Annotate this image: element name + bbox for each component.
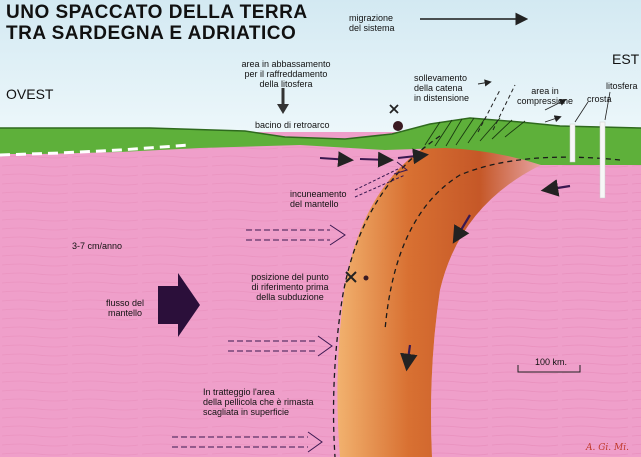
backarc-label: bacino di retroarco: [255, 120, 330, 130]
slab-upper-boundary: [332, 135, 441, 457]
west-label: OVEST: [6, 86, 54, 102]
crust-line: [0, 117, 641, 140]
compression-label: area in compressione: [516, 86, 574, 106]
crust-label: crosta: [587, 94, 612, 104]
slab-inner-boundary: [384, 156, 621, 331]
uplift-label: sollevamento della catena in distensione: [414, 73, 470, 103]
artist-signature: A. Gi. Mi.: [586, 443, 629, 453]
dashed-arrow-3: [172, 431, 323, 453]
scale-bar: [517, 365, 581, 373]
subsidence-label: area in abbassamento per il raffreddamen…: [241, 59, 331, 89]
east-label: EST: [612, 51, 640, 67]
wedge-dashed-arrows: [354, 161, 409, 198]
rate-label: 3-7 cm/anno: [72, 241, 123, 251]
mantle-flow-arrow-icon: [158, 273, 200, 337]
lithosphere-strip: [0, 118, 641, 165]
wedge-arrows: [319, 148, 429, 168]
mantle-flow-label: flusso del mantello: [105, 298, 145, 318]
mantle-dashed-arrows: [172, 224, 346, 453]
dashed-arrow-1: [246, 224, 346, 246]
sky-background: [0, 0, 641, 140]
down-arrow-icon: [277, 88, 289, 114]
measurement-poles: [569, 91, 611, 199]
title-line1: UNO SPACCATO DELLA TERRA: [6, 2, 308, 23]
reference-label: posizione del punto di riferimento prima…: [251, 272, 329, 302]
lower-mantle-right-texture: [431, 165, 641, 457]
wedge-label: incuneamento del mantello: [290, 189, 347, 209]
slab-flow-arrows: [400, 179, 571, 372]
lithosphere-label: litosfera: [606, 81, 638, 91]
title-line2: TRA SARDEGNA E ADRIATICO: [6, 23, 297, 44]
page-title: UNO SPACCATO DELLA TERRA TRA SARDEGNA E …: [6, 2, 308, 44]
dashed-arrow-2: [228, 335, 333, 357]
reference-cross-icon: [389, 104, 403, 131]
reference-cross-icon-lower: [345, 271, 369, 283]
uplift-faults: [477, 84, 516, 133]
dashed-area-label: In tratteggio l'area della pellicola che…: [203, 387, 314, 417]
subducting-slab: [337, 135, 541, 457]
scale-label: 100 km.: [535, 357, 568, 367]
chain-faults: [424, 116, 526, 147]
migration-label: migrazione del sistema: [349, 13, 395, 33]
label-arrows: [477, 79, 567, 123]
